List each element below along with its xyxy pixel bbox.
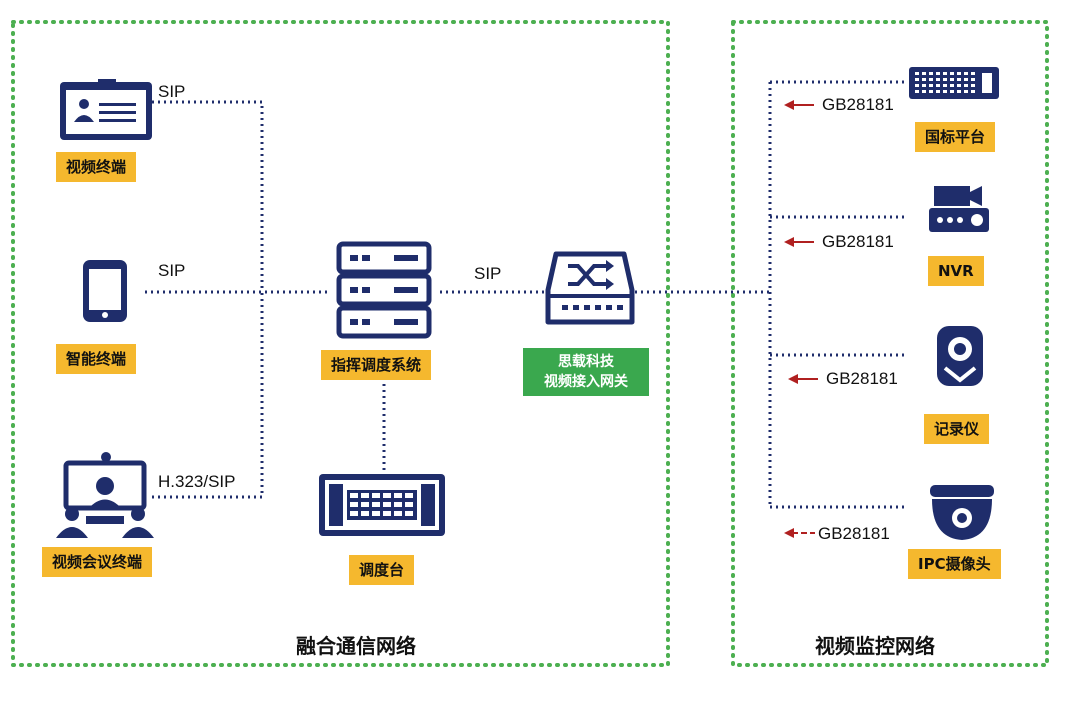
video-surveillance-title: 视频监控网络 xyxy=(815,634,935,658)
protocol-label-gb-ipc: GB28181 xyxy=(818,524,890,543)
rack-platform-icon xyxy=(909,67,999,99)
gateway-switch-icon xyxy=(545,251,635,325)
protocol-label-gb-nvr: GB28181 xyxy=(822,232,894,251)
label-dispatch-console: 调度台 xyxy=(349,555,415,585)
arrow-recorder xyxy=(788,374,818,384)
label-conference-terminal: 视频会议终端 xyxy=(42,547,153,577)
label-nvr: NVR xyxy=(928,256,984,286)
gateway-name-line2: 视频接入网关 xyxy=(544,374,628,390)
protocol-label-sip-smart: SIP xyxy=(158,261,186,280)
label-gb-platform: 国标平台 xyxy=(915,122,996,152)
video-surveillance-border xyxy=(731,20,1049,667)
smartphone-icon xyxy=(83,260,127,322)
body-recorder-icon xyxy=(937,326,983,386)
video-terminal-icon xyxy=(60,79,152,140)
arrows xyxy=(784,100,818,538)
arrow-ipc xyxy=(784,528,815,538)
gateway-name-line1: 思载科技 xyxy=(558,354,614,370)
nvr-icon xyxy=(929,186,989,232)
protocol-label-gb-platform: GB28181 xyxy=(822,95,894,114)
link-conf-terminal xyxy=(152,292,264,499)
arrow-gb-platform xyxy=(784,100,814,110)
label-video-terminal: 视频终端 xyxy=(56,152,137,182)
link-video-terminal xyxy=(152,100,264,292)
label-ipc-camera: IPC摄像头 xyxy=(908,549,1001,579)
protocol-label-sip-video: SIP xyxy=(158,82,186,101)
label-recorder: 记录仪 xyxy=(924,414,990,444)
dome-camera-icon xyxy=(930,485,994,540)
conference-icon xyxy=(56,452,154,538)
converged-network-border xyxy=(11,20,670,667)
converged-network-title: 融合通信网络 xyxy=(296,634,416,658)
protocol-label-gb-recorder: GB28181 xyxy=(826,369,898,388)
protocol-label-h323-sip: H.323/SIP xyxy=(158,472,236,491)
label-smart-terminal: 智能终端 xyxy=(56,344,137,374)
arrow-nvr xyxy=(784,237,814,247)
label-dispatch-system: 指挥调度系统 xyxy=(321,350,432,380)
console-icon xyxy=(319,474,445,536)
label-gateway: 思载科技 视频接入网关 xyxy=(523,348,649,396)
links xyxy=(145,80,905,509)
protocol-label-sip-gateway: SIP xyxy=(474,264,502,283)
server-icon xyxy=(336,241,432,339)
